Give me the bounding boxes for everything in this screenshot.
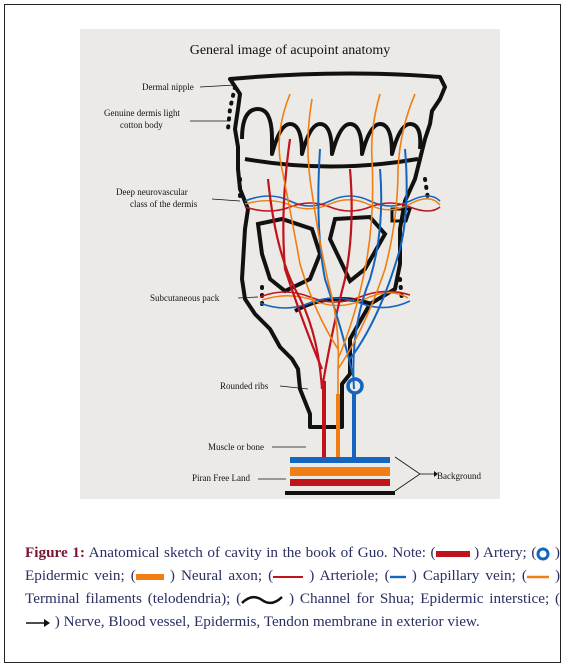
caption-capillary-vein: ) Capillary vein; ( <box>411 567 527 584</box>
epidermic-vein-loop <box>346 377 364 395</box>
base-layer-orange <box>290 467 390 476</box>
caption-artery: ) Artery; ( <box>474 544 537 561</box>
caption-neural-axon: ) Neural axon; ( <box>169 567 274 584</box>
leader-deep-neuro <box>211 198 241 202</box>
caption-terminal: ) Terminal filaments (telodendria); ( <box>25 567 561 607</box>
axon-branches <box>278 93 416 427</box>
terminal-filaments-swatch <box>526 575 549 578</box>
label-rounded-ribs: Rounded ribs <box>220 381 269 391</box>
capillary-vein-swatch <box>389 575 406 578</box>
dotted-margin-low <box>260 277 404 311</box>
arrow-head-background <box>434 471 438 477</box>
diagram-svg: General image of acupoint anatomy <box>104 43 481 495</box>
caption-channel: ) Channel for Shua; Epidermic interstice… <box>289 590 561 607</box>
arteriole-swatch <box>273 575 304 578</box>
neurovascular-wave-red <box>244 202 441 212</box>
diagram-title: General image of acupoint anatomy <box>190 43 391 58</box>
label-genuine-dermis-1: Genuine dermis light <box>104 108 180 118</box>
leader-rounded-ribs <box>279 385 309 390</box>
subcutaneous-wave-blue <box>259 297 411 309</box>
label-dermal-nipple: Dermal nipple <box>142 82 194 92</box>
label-background: Background <box>437 471 481 481</box>
dermal-papillae <box>240 107 423 156</box>
vein-branches <box>317 148 408 390</box>
caption-arteriole: ) Arteriole; ( <box>309 567 390 584</box>
epidermis-outline <box>228 71 447 429</box>
label-deep-neuro-1: Deep neurovascular <box>116 187 188 197</box>
nerve-arrow-swatch <box>26 618 50 627</box>
figure-caption: Figure 1: Anatomical sketch of cavity in… <box>25 541 560 633</box>
label-muscle-bone: Muscle or bone <box>208 442 264 452</box>
neural-axon-swatch <box>135 573 164 580</box>
dotted-margin-top <box>226 85 237 131</box>
neurovascular-wave-blue <box>244 195 441 207</box>
base-layer-black <box>285 491 395 495</box>
label-deep-neuro-2: class of the dermis <box>130 199 198 209</box>
epidermic-vein-swatch <box>536 547 550 561</box>
cavity-small <box>390 207 413 223</box>
base-layer-red <box>290 479 390 486</box>
artery-swatch <box>435 550 470 557</box>
cavity-right <box>327 214 388 285</box>
label-piran: Piran Free Land <box>192 473 250 483</box>
bracket-background <box>394 456 421 492</box>
subcutaneous-wave-orange <box>261 292 409 307</box>
caption-epidermic-vein: ) Epidermic vein; ( <box>25 544 560 584</box>
papillae-base <box>244 157 419 169</box>
acupoint-anatomy-diagram: General image of acupoint anatomy <box>80 29 500 499</box>
neurovascular-wave-orange <box>244 198 441 211</box>
caption-nerve: ) Nerve, Blood vessel, Epidermis, Tendon… <box>54 613 480 630</box>
label-subcutaneous: Subcutaneous pack <box>150 293 220 303</box>
artery-branches <box>266 138 353 390</box>
caption-text-1: Anatomical sketch of cavity in the book … <box>88 544 436 561</box>
label-genuine-dermis-2: cotton body <box>120 120 163 130</box>
base-layer-blue <box>290 457 390 463</box>
caption-label: Figure 1: <box>25 544 85 561</box>
leader-subcutaneous <box>237 296 259 299</box>
figure-frame: General image of acupoint anatomy <box>4 4 561 663</box>
channel-swatch <box>241 595 284 604</box>
leader-dermal-nipple <box>199 84 236 88</box>
